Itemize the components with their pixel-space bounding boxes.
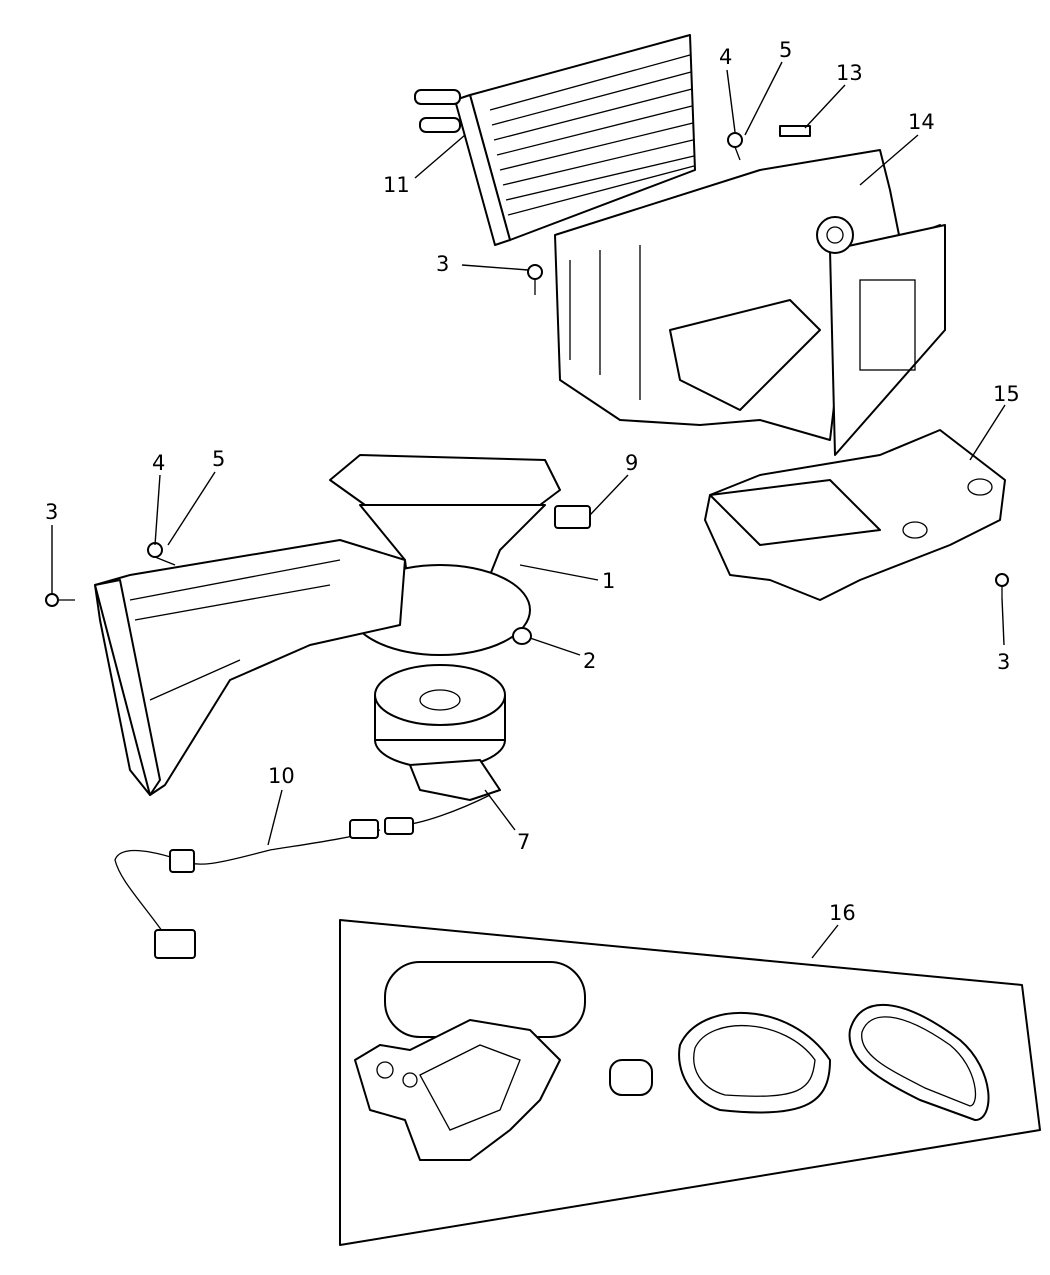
callout-14: 14 xyxy=(908,110,935,134)
callout-3: 3 xyxy=(997,650,1010,674)
fasteners xyxy=(45,125,1009,645)
callout-16: 16 xyxy=(829,901,856,925)
blower-motor xyxy=(374,664,506,801)
callout-15: 15 xyxy=(993,382,1020,406)
seal-kit-panel xyxy=(339,919,1041,1246)
heater-core xyxy=(414,34,696,246)
callout-13: 13 xyxy=(836,61,863,85)
callout-5: 5 xyxy=(779,38,792,62)
callout-10: 10 xyxy=(268,764,295,788)
callout-4: 4 xyxy=(152,451,165,475)
blower-housing xyxy=(94,454,561,796)
callout-9: 9 xyxy=(625,451,638,475)
heater-housing xyxy=(554,149,946,456)
leader-lines xyxy=(51,61,1006,959)
callout-3: 3 xyxy=(436,252,449,276)
callout-4: 4 xyxy=(719,45,732,69)
callout-1: 1 xyxy=(602,569,615,593)
callout-3: 3 xyxy=(45,500,58,524)
callout-5: 5 xyxy=(212,447,225,471)
callout-11: 11 xyxy=(383,173,410,197)
callout-labels: 4 5 13 14 11 3 15 4 5 3 9 1 2 3 10 7 16 xyxy=(45,38,1020,925)
callout-7: 7 xyxy=(517,830,530,854)
callout-2: 2 xyxy=(583,649,596,673)
wiring-harness xyxy=(114,794,491,959)
air-inlet-duct xyxy=(704,429,1006,601)
